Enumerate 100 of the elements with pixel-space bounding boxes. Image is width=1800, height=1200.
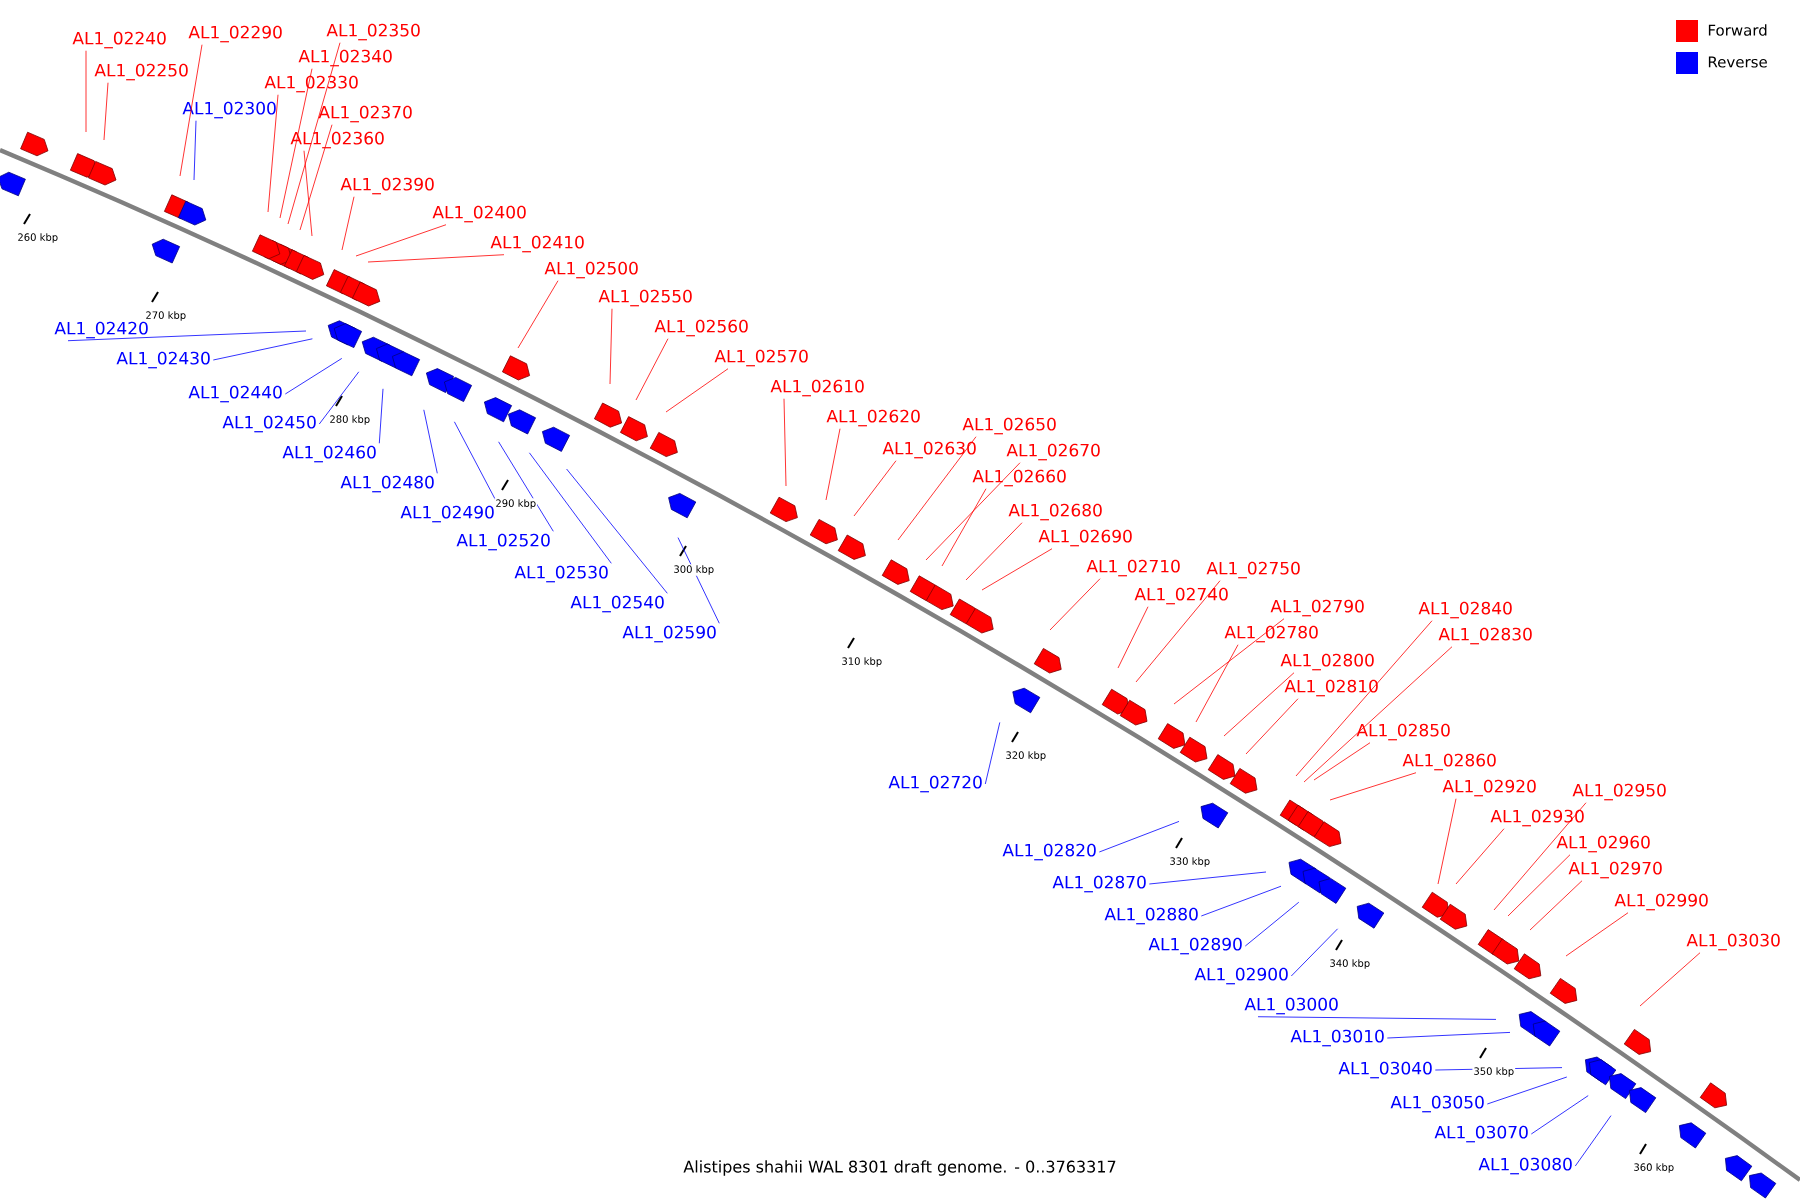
gene-label: AL1_02920 [1442, 779, 1536, 797]
gene-label: AL1_02590 [622, 625, 716, 643]
gene-label: AL1_02410 [490, 235, 584, 253]
leader-line [67, 330, 307, 342]
gene-label: AL1_02710 [1086, 559, 1180, 577]
leader-line [284, 358, 343, 395]
leader-line [665, 368, 729, 413]
gene-label: AL1_02290 [188, 25, 282, 43]
leader-line [341, 196, 355, 251]
gene-label: AL1_03050 [1390, 1095, 1484, 1113]
gene-label: AL1_02550 [598, 289, 692, 307]
gene-label: AL1_02530 [514, 565, 608, 583]
leader-line [517, 280, 559, 349]
leader-line [1434, 1067, 1563, 1071]
leader-line [1529, 880, 1583, 931]
gene-label: AL1_02840 [1418, 601, 1512, 619]
gene-label: AL1_02870 [1052, 875, 1146, 893]
leader-line [1313, 742, 1371, 781]
gene-label: AL1_02750 [1206, 561, 1300, 579]
gene-label: AL1_03010 [1290, 1029, 1384, 1047]
gene-label: AL1_02240 [72, 31, 166, 49]
leader-line [1639, 952, 1701, 1007]
leader-line [454, 421, 498, 504]
leader-line [566, 468, 668, 594]
leader-line [1049, 578, 1101, 631]
gene-label: AL1_02890 [1148, 937, 1242, 955]
gene-label: AL1_03000 [1244, 997, 1338, 1015]
leader-line [1135, 580, 1221, 683]
leader-line [529, 452, 612, 564]
leader-line [677, 537, 720, 624]
leader-line [1530, 1095, 1589, 1135]
leader-line [609, 308, 613, 385]
leader-line [897, 436, 977, 541]
gene-label: AL1_02630 [882, 441, 976, 459]
leader-line [853, 460, 897, 517]
leader-line [825, 428, 841, 501]
leader-line [367, 254, 505, 263]
gene-label: AL1_02900 [1194, 967, 1288, 985]
leader-line [1223, 672, 1295, 737]
leader-line [1386, 1032, 1511, 1039]
leader-line [355, 224, 447, 257]
gene-label: AL1_03040 [1338, 1061, 1432, 1079]
leader-line [1437, 798, 1457, 885]
gene-label: AL1_02440 [188, 385, 282, 403]
leader-line [635, 338, 669, 401]
caption: Alistipes shahii WAL 8301 draft genome. - 0..3763317 [683, 1160, 1116, 1176]
gene-label: AL1_02490 [400, 505, 494, 523]
gene-label: AL1_02480 [340, 475, 434, 493]
leader-line [303, 150, 313, 237]
leader-line [1493, 802, 1587, 911]
gene-label: AL1_02780 [1224, 625, 1318, 643]
gene-label: AL1_02720 [888, 775, 982, 793]
leader-line [1098, 821, 1180, 853]
leader-line [193, 120, 197, 181]
gene-label: AL1_02430 [116, 351, 210, 369]
leader-line [984, 722, 1001, 785]
leader-line [1574, 1115, 1612, 1167]
leader-line [212, 338, 313, 361]
leader-line [1329, 772, 1417, 801]
leader-line [1290, 928, 1338, 977]
leader-line [1173, 618, 1285, 705]
gene-label: AL1_02330 [264, 75, 358, 93]
gene-label: AL1_03080 [1478, 1157, 1572, 1175]
gene-label: AL1_02460 [282, 445, 376, 463]
gene-label: AL1_02660 [972, 469, 1066, 487]
gene-label: AL1_02820 [1002, 843, 1096, 861]
gene-label: AL1_02860 [1402, 753, 1496, 771]
gene-label: AL1_02570 [714, 349, 808, 367]
gene-label: AL1_02880 [1104, 907, 1198, 925]
gene-label: AL1_02450 [222, 415, 316, 433]
leader-line [1257, 1016, 1497, 1020]
leader-line [981, 548, 1053, 591]
leader-line [378, 388, 384, 444]
gene-label: AL1_02930 [1490, 809, 1584, 827]
gene-label: AL1_02830 [1438, 627, 1532, 645]
gene-label: AL1_02950 [1572, 783, 1666, 801]
gene-label: AL1_02960 [1556, 835, 1650, 853]
leader-line [1245, 698, 1299, 755]
leader-line [1117, 606, 1149, 669]
gene-label: AL1_02850 [1356, 723, 1450, 741]
leader-line [299, 124, 333, 231]
leader-line [1565, 912, 1629, 957]
gene-label: AL1_02560 [654, 319, 748, 337]
gene-label: AL1_02620 [826, 409, 920, 427]
leader-line [1195, 644, 1239, 723]
gene-label: AL1_03070 [1434, 1125, 1528, 1143]
leader-line [1244, 901, 1300, 947]
leader-line [925, 462, 1021, 561]
gene-label: AL1_02610 [770, 379, 864, 397]
gene-label: AL1_02680 [1008, 503, 1102, 521]
leader-line [267, 94, 279, 213]
gene-label: AL1_02690 [1038, 529, 1132, 547]
leader-line [783, 398, 787, 487]
leader-line [1295, 620, 1433, 777]
gene-label: AL1_02540 [570, 595, 664, 613]
gene-label: AL1_02370 [318, 105, 412, 123]
gene-label: AL1_02520 [456, 533, 550, 551]
gene-label: AL1_02970 [1568, 861, 1662, 879]
gene-label: AL1_02790 [1270, 599, 1364, 617]
gene-label: AL1_02670 [1006, 443, 1100, 461]
